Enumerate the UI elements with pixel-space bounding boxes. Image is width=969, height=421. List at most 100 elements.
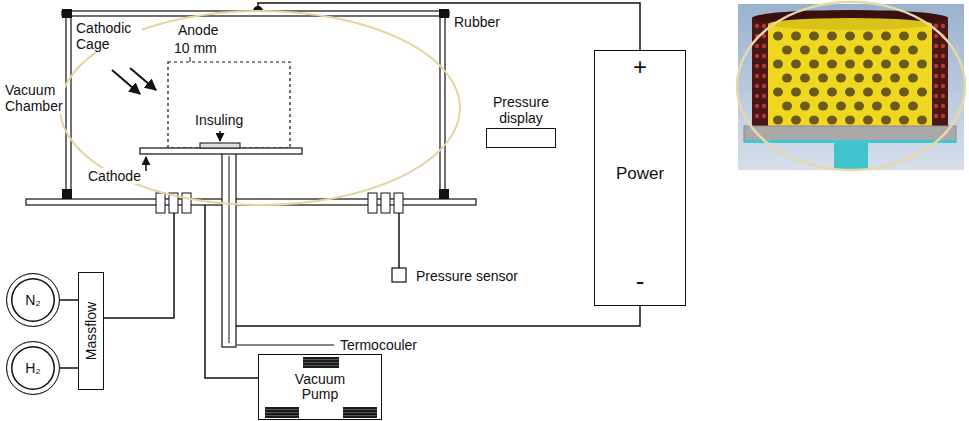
render-base-edge (744, 140, 956, 143)
cage-hole (800, 102, 810, 111)
flange (156, 193, 165, 213)
cage-hole (863, 60, 873, 69)
cage-hole (899, 88, 909, 97)
cage-hole (827, 116, 837, 125)
gas-cylinder: N₂ (6, 273, 60, 327)
render-base (744, 126, 956, 142)
cage-hole (941, 44, 945, 48)
cage-hole (863, 32, 873, 41)
cage-hole (941, 24, 945, 28)
gas-cylinder: H₂ (6, 341, 60, 395)
cage-hole (854, 74, 864, 83)
cage-hole (791, 88, 801, 97)
cage-hole (872, 46, 882, 55)
cage-hole (890, 46, 900, 55)
inner-cylinder-top (768, 18, 932, 30)
cage-hole (809, 88, 819, 97)
cage-hole (755, 64, 759, 68)
flange (182, 193, 191, 213)
part-label: Cathodic Cage (74, 20, 142, 52)
part-label: Vacuum Chamber (3, 82, 65, 114)
cage-hole (917, 32, 927, 41)
gas-line (104, 213, 174, 318)
rubber-seal (62, 9, 72, 18)
pump-detail (343, 407, 377, 418)
cage-hole (755, 74, 759, 78)
cage-hole (941, 114, 945, 118)
pump-detail (265, 407, 299, 418)
sensor-line (398, 213, 400, 268)
inner-cylinder (768, 24, 932, 126)
pressure-sensor (392, 268, 406, 282)
part-label: Rubber (452, 14, 502, 30)
cage-hole (863, 88, 873, 97)
cage-hole (934, 54, 938, 58)
massflow-controller: Massflow (78, 272, 104, 390)
cage-hole (827, 88, 837, 97)
cage-hole (836, 46, 846, 55)
cage-hole (818, 46, 828, 55)
cage-hole (818, 74, 828, 83)
pump-label: Vacuum Pump (287, 372, 353, 403)
cage-hole (818, 102, 828, 111)
cage-hole (836, 74, 846, 83)
terminal-sign: + (633, 53, 647, 81)
gas-line (60, 299, 78, 301)
cage-hole (800, 74, 810, 83)
cage-hole (773, 88, 783, 97)
cage-hole (934, 74, 938, 78)
cage-hole (773, 116, 783, 125)
cage-hole (890, 102, 900, 111)
cage-hole (845, 116, 855, 125)
cage-hole (941, 54, 945, 58)
part-label: Anode (176, 22, 220, 38)
cage-hole (941, 94, 945, 98)
part-label: Termocouler (338, 337, 419, 353)
rubber-seal (62, 189, 72, 199)
vacuum-pump: Vacuum Pump (258, 354, 382, 420)
terminal-sign: - (636, 267, 645, 297)
cage-hole (809, 116, 819, 125)
cage-hole (854, 46, 864, 55)
cathode-plate (140, 148, 302, 154)
render-stem (834, 143, 868, 169)
outer-cylinder (752, 18, 948, 126)
cage-hole (863, 116, 873, 125)
cage-hole (755, 104, 759, 108)
cage-hole (934, 64, 938, 68)
cage-hole (934, 94, 938, 98)
display-label: Pressure display (484, 94, 558, 126)
gas-label: N₂ (25, 292, 41, 308)
thermocouple (229, 156, 230, 343)
cage-hole (845, 60, 855, 69)
part-label: Cathode (86, 168, 143, 184)
cage-hole (908, 74, 918, 83)
cathodic-cage (168, 62, 290, 148)
cage-hole (809, 32, 819, 41)
cage-hole (881, 32, 891, 41)
cage-hole (773, 32, 783, 41)
cage-hole (917, 116, 927, 125)
flange (368, 193, 377, 213)
display-box: Pressure display (486, 128, 556, 148)
pointer-arrow (145, 157, 147, 171)
cage-hole (800, 46, 810, 55)
cage-hole (934, 104, 938, 108)
cage-hole (773, 60, 783, 69)
cage-hole (762, 74, 766, 78)
anode-wire (258, 3, 640, 50)
cathode-stem (222, 152, 236, 347)
chamber-wall (66, 14, 71, 197)
cage-hole (762, 84, 766, 88)
cage-hole (908, 102, 918, 111)
cage-hole (872, 74, 882, 83)
cage-hole (791, 32, 801, 41)
cage-hole (917, 60, 927, 69)
part-label: Insuling (193, 112, 245, 128)
cage-hole (762, 64, 766, 68)
cage-hole (836, 102, 846, 111)
cage-hole (881, 116, 891, 125)
flange (381, 193, 390, 213)
flange (394, 193, 403, 213)
pump-detail (303, 357, 339, 368)
